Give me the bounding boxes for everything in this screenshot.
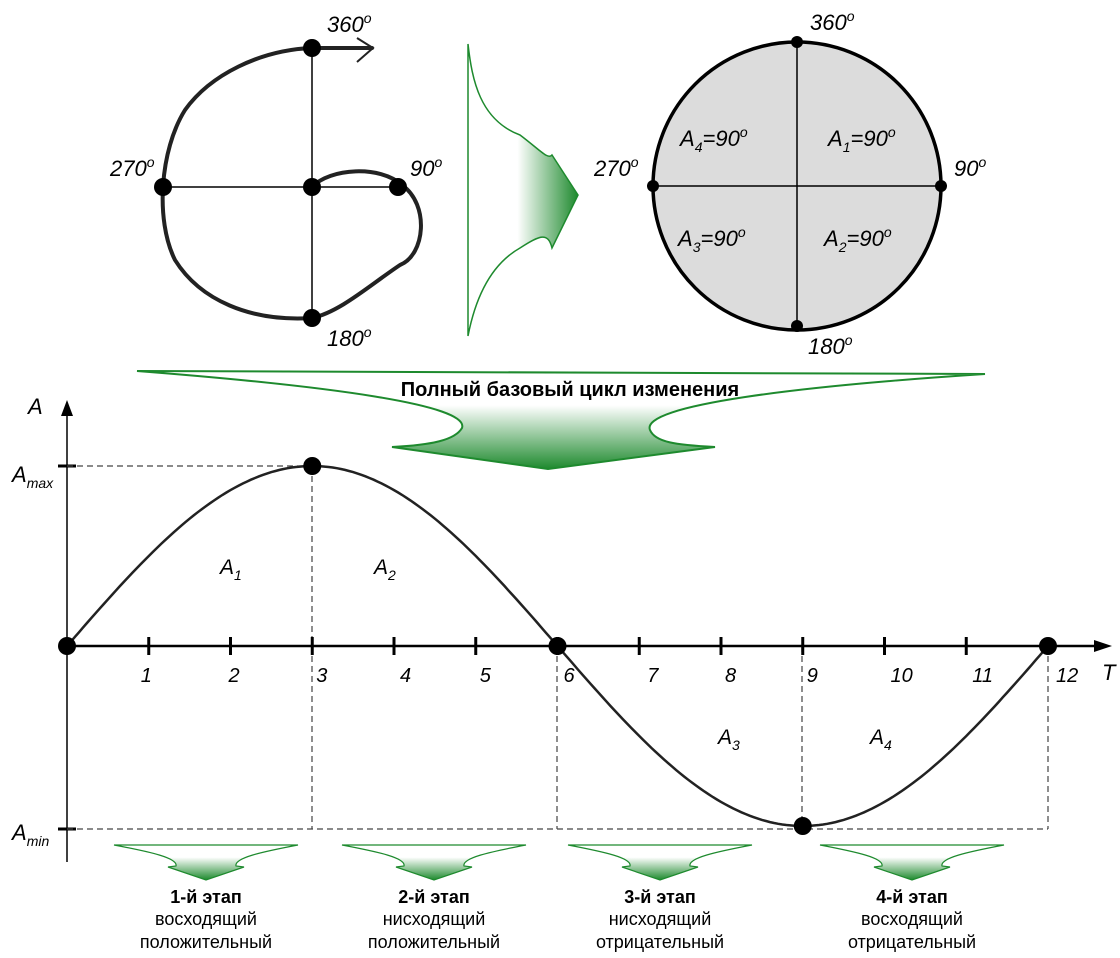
curve-point-12 xyxy=(1039,637,1057,655)
spiral-point-center xyxy=(303,178,321,196)
curve-point-9 xyxy=(793,817,812,835)
x-tick-label-1: 1 xyxy=(141,665,152,687)
spiral-point-bottom xyxy=(303,309,321,327)
stage-2-line1: нисходящий xyxy=(383,909,486,929)
quadrant-circle: 360o 90o 270o 180o A1=90o A4=90o A3=90o … xyxy=(593,8,986,359)
stage-3-title: 3-й этап xyxy=(624,887,695,907)
x-axis-arrowhead xyxy=(1094,640,1112,652)
y-max-label: Amax xyxy=(10,462,54,491)
stage-2-title: 2-й этап xyxy=(398,887,469,907)
spiral-figure: 360o 90o 270o 180o xyxy=(109,10,442,351)
stage-arrow-2 xyxy=(341,844,527,881)
stage-4-line1: восходящий xyxy=(861,909,963,929)
y-axis-label: A xyxy=(26,394,43,419)
banner-text: Полный базовый цикл изменения xyxy=(401,379,739,401)
x-tick-label-8: 8 xyxy=(725,665,736,687)
stage-4-title: 4-й этап xyxy=(876,887,947,907)
spiral-label-270: 270o xyxy=(109,154,155,181)
spiral-label-90: 90o xyxy=(410,154,442,181)
stage-1-line2: положительный xyxy=(140,932,272,952)
stage-arrow-4 xyxy=(819,844,1005,881)
banner-arrow-down xyxy=(136,370,986,471)
x-tick-label-5: 5 xyxy=(480,665,492,687)
circle-label-90: 90o xyxy=(954,154,986,181)
curve-key-points xyxy=(58,457,1057,835)
area-label-a2: A2 xyxy=(372,556,396,583)
quadrant-label-a3: A3=90o xyxy=(676,224,746,255)
x-tick-label-4: 4 xyxy=(400,665,411,687)
stage-1-line1: восходящий xyxy=(155,909,257,929)
circle-label-180: 180o xyxy=(808,332,853,359)
area-label-a1: A1 xyxy=(218,556,242,583)
curve-point-3 xyxy=(303,457,322,475)
y-axis-arrowhead xyxy=(61,400,73,416)
quadrant-label-a4: A4=90o xyxy=(678,124,748,155)
area-label-a3: A3 xyxy=(716,726,740,753)
circle-point-right xyxy=(935,180,947,192)
spiral-point-right xyxy=(389,178,407,196)
quadrant-label-a2: A2=90o xyxy=(822,224,892,255)
x-tick-label-11: 11 xyxy=(972,665,993,687)
stage-4-line2: отрицательный xyxy=(848,932,976,952)
quadrant-label-a1: A1=90o xyxy=(826,124,896,155)
spiral-point-top xyxy=(303,39,321,57)
curve-point-6 xyxy=(548,637,567,655)
stage-1-title: 1-й этап xyxy=(170,887,241,907)
circle-label-270: 270o xyxy=(593,154,639,181)
stage-3-line1: нисходящий xyxy=(609,909,712,929)
circle-point-left xyxy=(647,180,659,192)
x-tick-label-6: 6 xyxy=(564,665,576,687)
area-label-a4: A4 xyxy=(868,726,892,753)
circle-point-top xyxy=(791,36,803,48)
stage-2-line2: положительный xyxy=(368,932,500,952)
spiral-label-180: 180o xyxy=(327,324,372,351)
x-axis-label: T xyxy=(1102,660,1117,685)
spiral-arrowhead xyxy=(356,37,375,63)
transition-arrow-right xyxy=(467,43,579,337)
x-tick-label-9: 9 xyxy=(807,665,818,687)
spiral-point-left xyxy=(154,178,172,196)
x-tick-label-2: 2 xyxy=(228,665,240,687)
x-tick-label-7: 7 xyxy=(647,665,659,687)
stage-arrow-1 xyxy=(113,844,299,881)
spiral-curve xyxy=(160,46,423,321)
y-min-label: Amin xyxy=(10,820,49,849)
x-tick-label-3: 3 xyxy=(316,665,327,687)
stage-arrow-3 xyxy=(567,844,753,881)
spiral-label-360: 360o xyxy=(327,10,372,37)
stage-3-line2: отрицательный xyxy=(596,932,724,952)
curve-point-0 xyxy=(58,637,76,655)
x-tick-label-12: 12 xyxy=(1056,665,1078,687)
circle-label-360: 360o xyxy=(810,8,855,35)
circle-point-bottom xyxy=(791,320,803,332)
x-tick-label-10: 10 xyxy=(891,665,913,687)
